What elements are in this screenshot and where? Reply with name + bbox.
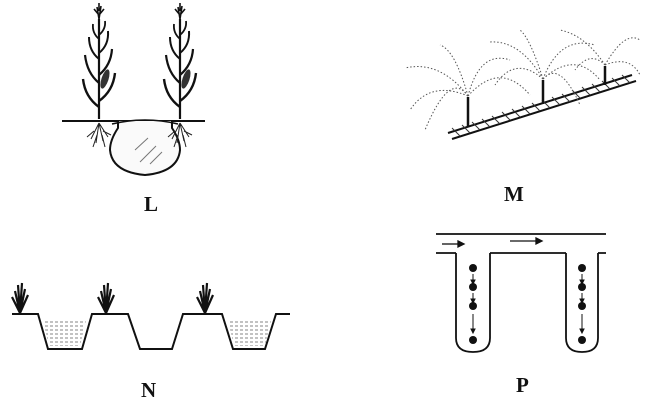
panel-m-sprinkler-irrigation xyxy=(405,30,640,139)
panel-label-l: L xyxy=(144,194,158,215)
panel-n-furrow-irrigation xyxy=(12,283,290,349)
panel-label-p: P xyxy=(516,375,529,396)
panel-l-pitcher-irrigation xyxy=(62,3,205,175)
panel-label-n: N xyxy=(141,380,156,401)
panel-p-channel-distribution xyxy=(436,234,606,352)
panel-label-m: M xyxy=(504,184,524,205)
